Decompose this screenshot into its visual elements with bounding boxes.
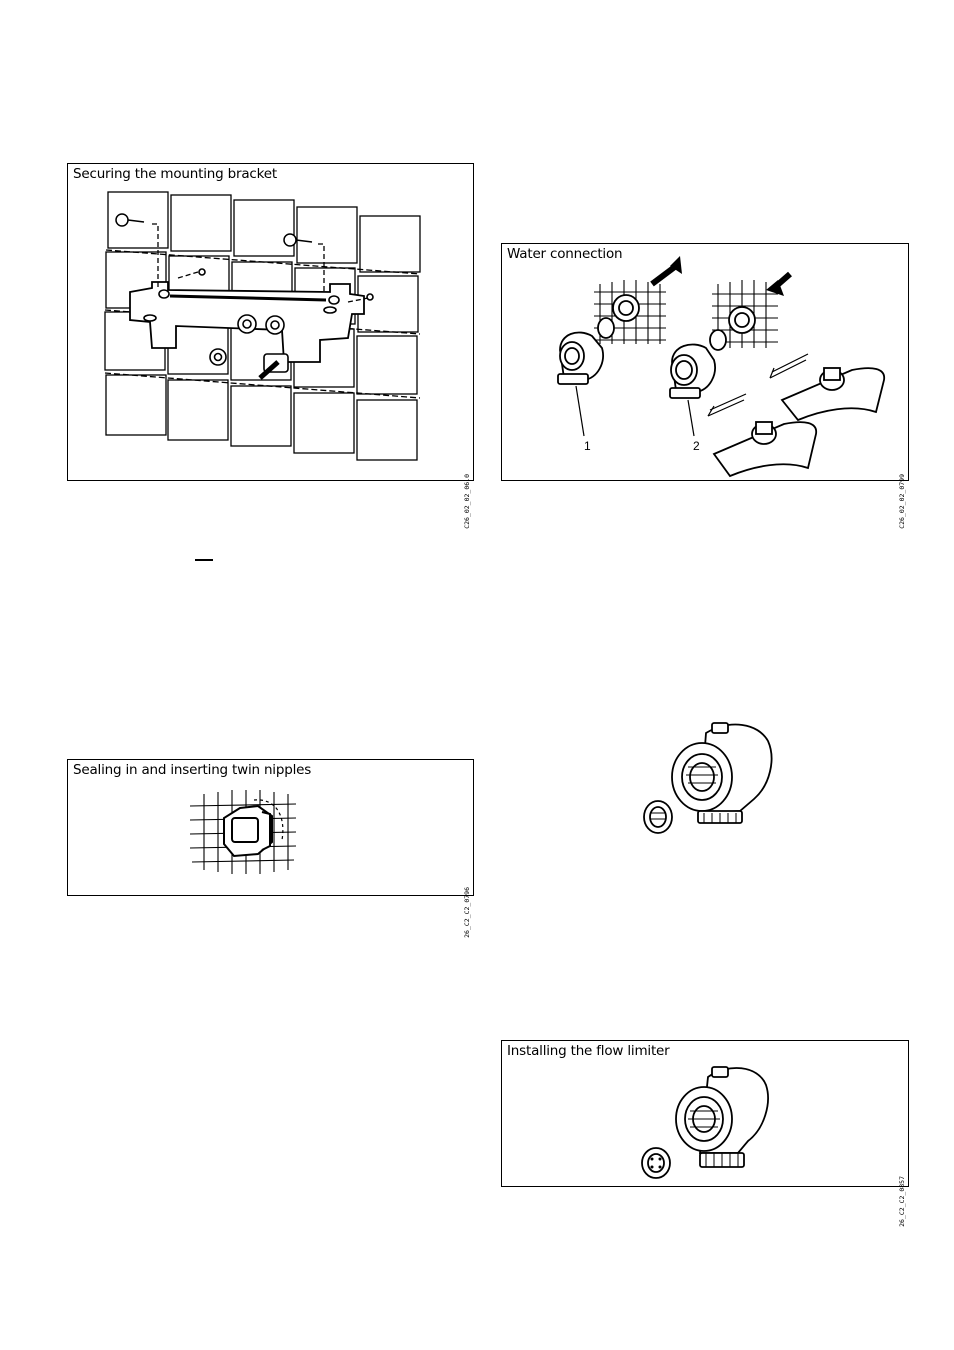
figure-code: C26_02_02_06.0 bbox=[463, 474, 471, 529]
figure-flow-limiter: Installing the flow limiter 26_C2_C2_085… bbox=[501, 1040, 909, 1187]
callout-2: 2 bbox=[693, 439, 700, 453]
callout-1: 1 bbox=[584, 439, 591, 453]
twin-nipple-drawing bbox=[68, 760, 475, 897]
fitting-with-strainer-drawing bbox=[630, 715, 780, 840]
figure-mounting-bracket: Securing the mounting bracket C26_02_02_… bbox=[67, 163, 474, 481]
figure-twin-nipples: Sealing in and inserting twin nipples 26… bbox=[67, 759, 474, 896]
figure-code: C26_02_02_0799 bbox=[898, 474, 906, 529]
mounting-bracket-drawing bbox=[68, 164, 475, 482]
figure-water-connection: Water connection C26_02_02_0799 bbox=[501, 243, 909, 481]
stray-dash bbox=[195, 559, 213, 561]
flow-limiter-drawing bbox=[502, 1041, 910, 1188]
water-connection-drawing: 1 2 bbox=[502, 244, 910, 482]
